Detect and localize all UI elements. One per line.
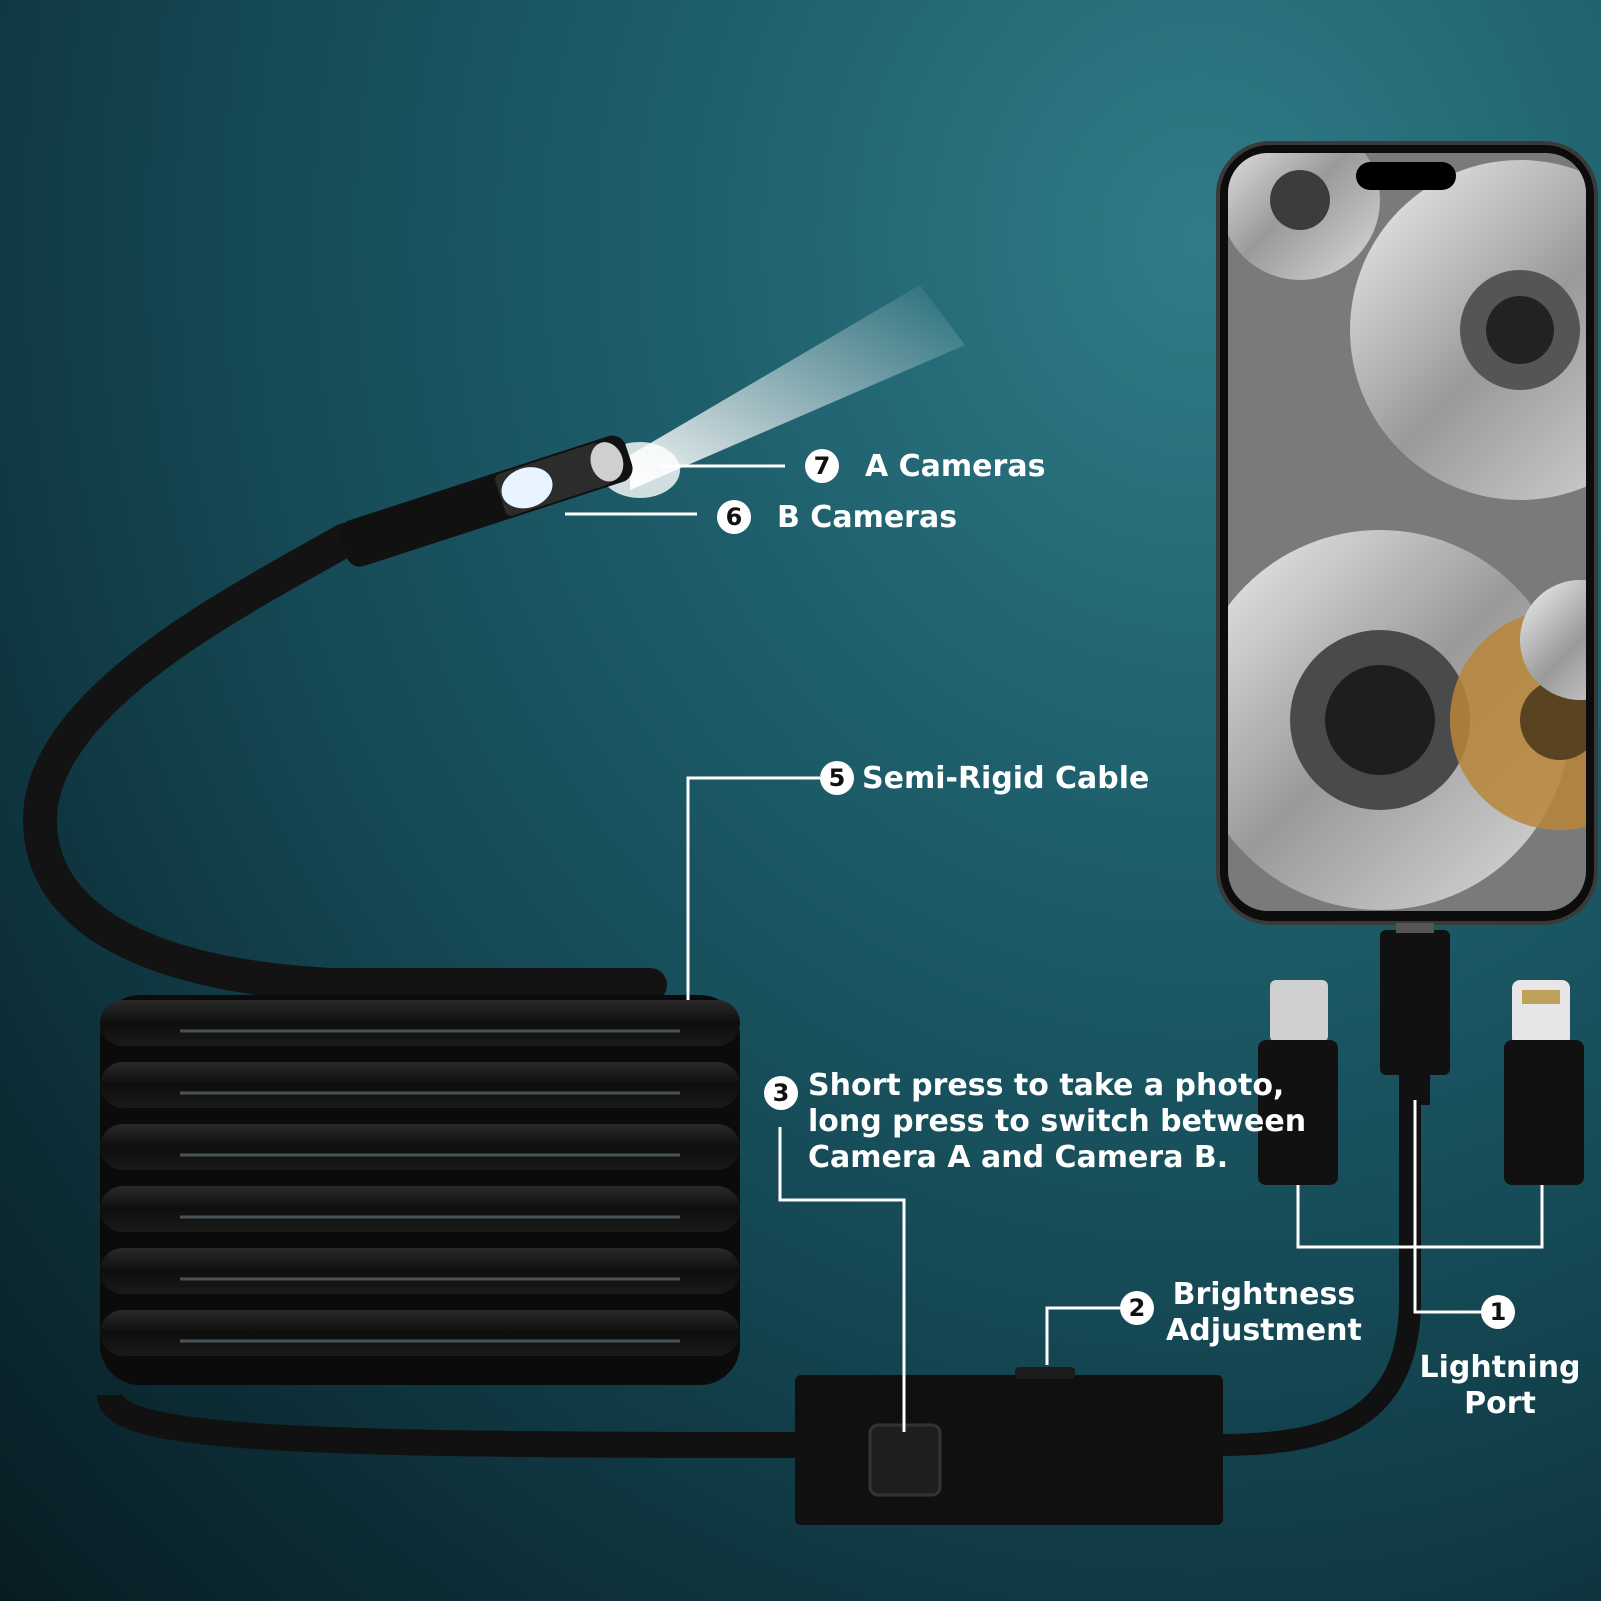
badge-3: 3	[764, 1076, 798, 1110]
port-line-2: Port	[1464, 1386, 1536, 1421]
callout-brightness: 2 Brightness Adjustment	[1120, 1277, 1362, 1349]
port-label: Lightning Port	[1419, 1350, 1581, 1422]
light-beam	[630, 285, 965, 490]
semi-rigid-cable	[22, 523, 667, 1002]
callout-b-cameras: 6 B Cameras	[717, 500, 957, 536]
smartphone-icon	[1216, 141, 1598, 925]
brightness-label: Brightness Adjustment	[1166, 1277, 1362, 1349]
a-cameras-label: A Cameras	[865, 449, 1046, 484]
button-description: Short press to take a photo, long press …	[808, 1068, 1306, 1176]
gears-image	[1228, 153, 1586, 911]
leader-lines	[565, 464, 1544, 1432]
b-cameras-label: B Cameras	[777, 500, 958, 535]
callout-port: Lightning Port	[1419, 1350, 1581, 1422]
control-box	[795, 1367, 1223, 1525]
usb-c-connector	[1380, 923, 1450, 1105]
badge-1: 1	[1481, 1295, 1515, 1329]
cable-label: Semi-Rigid Cable	[862, 761, 1150, 796]
lightning-adapter	[1504, 980, 1584, 1185]
brightness-line-1: Brightness	[1172, 1277, 1356, 1312]
callout-port-badge: 1	[1481, 1295, 1515, 1329]
button-line-3: Camera A and Camera B.	[808, 1140, 1229, 1175]
coiled-cable	[100, 995, 740, 1385]
port-line-1: Lightning	[1419, 1350, 1581, 1385]
callout-cable: 5 Semi-Rigid Cable	[820, 761, 1149, 797]
badge-5: 5	[820, 761, 854, 795]
button-line-1: Short press to take a photo,	[808, 1068, 1285, 1103]
button-line-2: long press to switch between	[808, 1104, 1307, 1139]
badge-7: 7	[805, 449, 839, 483]
brightness-line-2: Adjustment	[1166, 1313, 1362, 1348]
camera-probe-icon	[339, 435, 633, 567]
callout-button: 3 Short press to take a photo, long pres…	[764, 1068, 1306, 1176]
callout-a-cameras: 7 A Cameras	[805, 449, 1045, 485]
micro-usb-adapter	[1258, 980, 1338, 1185]
badge-2: 2	[1120, 1291, 1154, 1325]
badge-6: 6	[717, 500, 751, 534]
